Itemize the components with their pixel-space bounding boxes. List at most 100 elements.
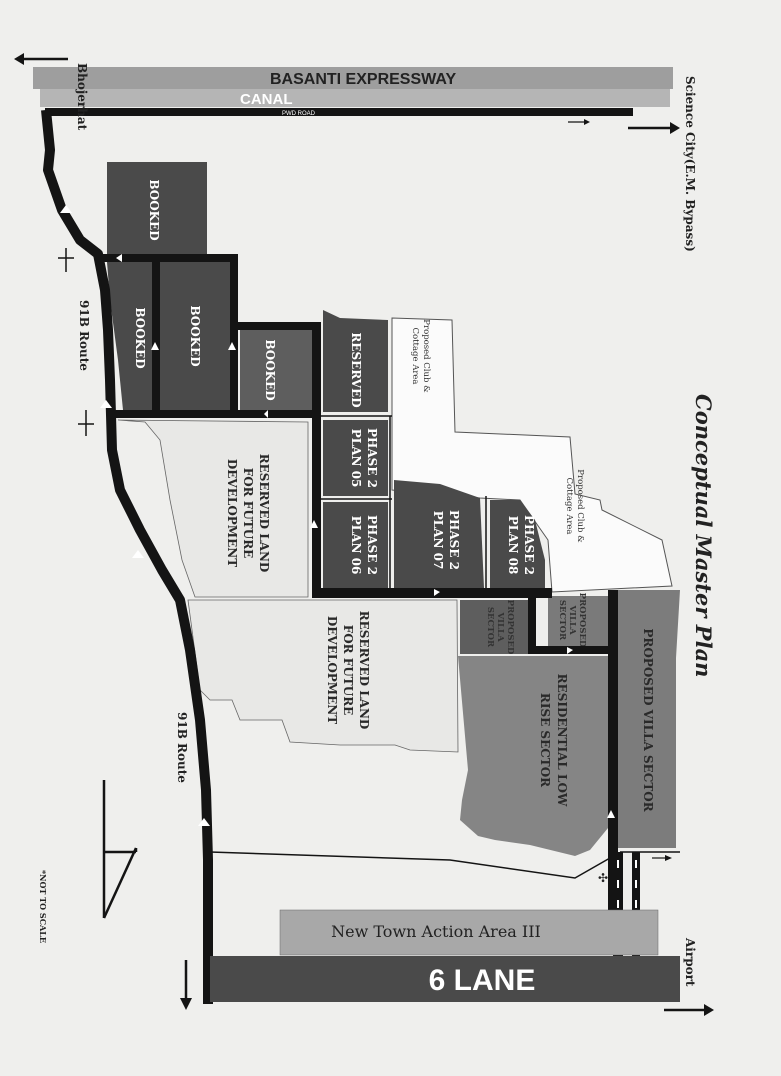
- club-cottage-area: [391, 317, 673, 593]
- canal-label: CANAL: [240, 91, 293, 108]
- plot-booked-4: [240, 330, 312, 410]
- road-segment: [608, 590, 618, 952]
- road-arrow-icon: [310, 520, 318, 528]
- north-arrow-icon: [102, 780, 138, 919]
- road-arrow-icon: [264, 410, 268, 418]
- plot-booked-1-label: BOOKED: [147, 179, 161, 240]
- residential-line2: RISE SECTOR: [538, 693, 552, 788]
- grid-lines: [321, 415, 487, 590]
- road-segment: [528, 588, 536, 654]
- south-arrow-icon: [180, 998, 192, 1010]
- reserved-land-lower: [187, 599, 459, 753]
- airport-arrow-icon: [704, 1004, 714, 1016]
- road-dash: [617, 860, 619, 868]
- villa-small-2-line1: PROPOSED: [577, 593, 587, 648]
- road-segment: [230, 254, 238, 416]
- junction-markers: [58, 248, 94, 436]
- road-arrow-icon: [132, 550, 144, 558]
- plot-phase2-plan08: [490, 500, 545, 588]
- road-segment: [108, 410, 318, 418]
- road-segment: [312, 588, 552, 598]
- reserved-land-upper: [117, 419, 309, 598]
- road-arrow-icon: [567, 647, 573, 654]
- plot-booked-2-label: BOOKED: [133, 307, 147, 368]
- road-arrow-icon: [434, 589, 440, 596]
- road-segment: [100, 254, 236, 262]
- plot-phase2-plan07-line2: PLAN 07: [431, 511, 445, 570]
- road-segment: [152, 254, 160, 416]
- science-city-arrow-icon: [670, 122, 680, 134]
- new-town-label: New Town Action Area III: [331, 922, 541, 941]
- plot-residential-low-rise: [458, 656, 608, 856]
- map-title: Conceptual Master Plan: [691, 394, 716, 677]
- plot-phase2-plan08-line1: PHASE 2: [522, 515, 536, 575]
- road-segment: [312, 322, 321, 598]
- link-road-dashes: [617, 860, 637, 908]
- new-town-band: [279, 909, 659, 956]
- six-lane-label: 6 LANE: [429, 964, 536, 997]
- plot-phase2-plan07-line1: PHASE 2: [447, 510, 461, 570]
- plot-phase2-plan05: [323, 420, 388, 496]
- bhojerhat-label: Bhojerhat: [75, 63, 89, 131]
- road-arrow-icon: [116, 254, 122, 262]
- plot-booked-3: [160, 262, 230, 410]
- plot-phase2-plan05-line1: PHASE 2: [365, 428, 379, 488]
- plot-phase2-plan06-line2: PLAN 06: [349, 516, 363, 575]
- plot-booked-4-label: BOOKED: [263, 339, 277, 400]
- club-1-line2: Cottage Area: [410, 328, 420, 385]
- bhojerhat-arrow-icon: [14, 53, 24, 65]
- reserved-land-upper-line2: FOR FUTURE: [241, 468, 255, 559]
- reserved-land-upper-line1: RESERVED LAND: [257, 454, 271, 573]
- road-arrow-icon: [100, 400, 112, 408]
- airport-label: Airport: [683, 937, 697, 987]
- north-arrow-head: [102, 847, 138, 919]
- villa-small-1-line2: VILLA: [495, 611, 505, 642]
- plot-phase2-plan07: [394, 480, 484, 588]
- plot-reserved: [323, 310, 388, 412]
- reserved-land-lower-line3: DEVELOPMENT: [325, 616, 339, 724]
- pwd-road: [45, 108, 633, 116]
- six-lane-band: [210, 956, 680, 1002]
- plot-phase2-plan05-line2: PLAN 05: [349, 429, 363, 488]
- small-arrow-icon-2: [665, 855, 672, 861]
- reserved-land-lower-line2: FOR FUTURE: [341, 625, 355, 716]
- road-arrow-icon: [607, 810, 615, 818]
- route-91b: [41, 109, 213, 1004]
- road-arrow-icon: [60, 205, 72, 213]
- road-dash: [635, 900, 637, 908]
- not-to-scale-note: *NOT TO SCALE: [38, 870, 48, 943]
- plot-proposed-villa-sector: [618, 590, 680, 848]
- villa-small-2-line2: VILLA: [567, 604, 577, 635]
- junction-cross-icon: ✣: [598, 871, 608, 885]
- road-arrow-icon: [151, 342, 159, 350]
- canal-band: [40, 89, 670, 107]
- road-arrow-icon: [198, 818, 210, 826]
- road-arrows: [60, 205, 615, 826]
- plot-booked-1: [107, 162, 207, 254]
- club-2-line2: Cottage Area: [564, 478, 574, 535]
- plot-reserved-label: RESERVED: [349, 332, 363, 407]
- residential-line1: RESIDENTIAL LOW: [555, 674, 569, 807]
- road-dash: [635, 880, 637, 888]
- plot-booked-2: [107, 262, 152, 410]
- road-arrow-icon: [228, 342, 236, 350]
- route-91b-lower-label: 91B Route: [175, 712, 189, 783]
- route-91b-upper-label: 91B Route: [77, 300, 91, 371]
- thin-road: [209, 851, 611, 879]
- plot-villa-sector-small-2: [548, 596, 610, 646]
- villa-small-2-line3: SECTOR: [557, 600, 567, 641]
- road-dash: [635, 860, 637, 868]
- club-2-line1: Proposed Club &: [575, 469, 585, 543]
- pwd-road-label: PWD ROAD: [282, 111, 316, 117]
- villa-small-1-line3: SECTOR: [485, 607, 495, 648]
- plot-phase2-plan06-line1: PHASE 2: [365, 515, 379, 575]
- expressway-label: BASANTI EXPRESSWAY: [270, 71, 456, 88]
- basanti-expressway-band: [33, 67, 673, 89]
- road-dash: [617, 900, 619, 908]
- plot-phase2-plan08-line2: PLAN 08: [506, 516, 520, 575]
- plot-booked-3-label: BOOKED: [188, 305, 202, 366]
- road-dash: [617, 880, 619, 888]
- small-arrow-icon: [584, 119, 590, 125]
- proposed-villa-sector-label: PROPOSED VILLA SECTOR: [641, 628, 655, 812]
